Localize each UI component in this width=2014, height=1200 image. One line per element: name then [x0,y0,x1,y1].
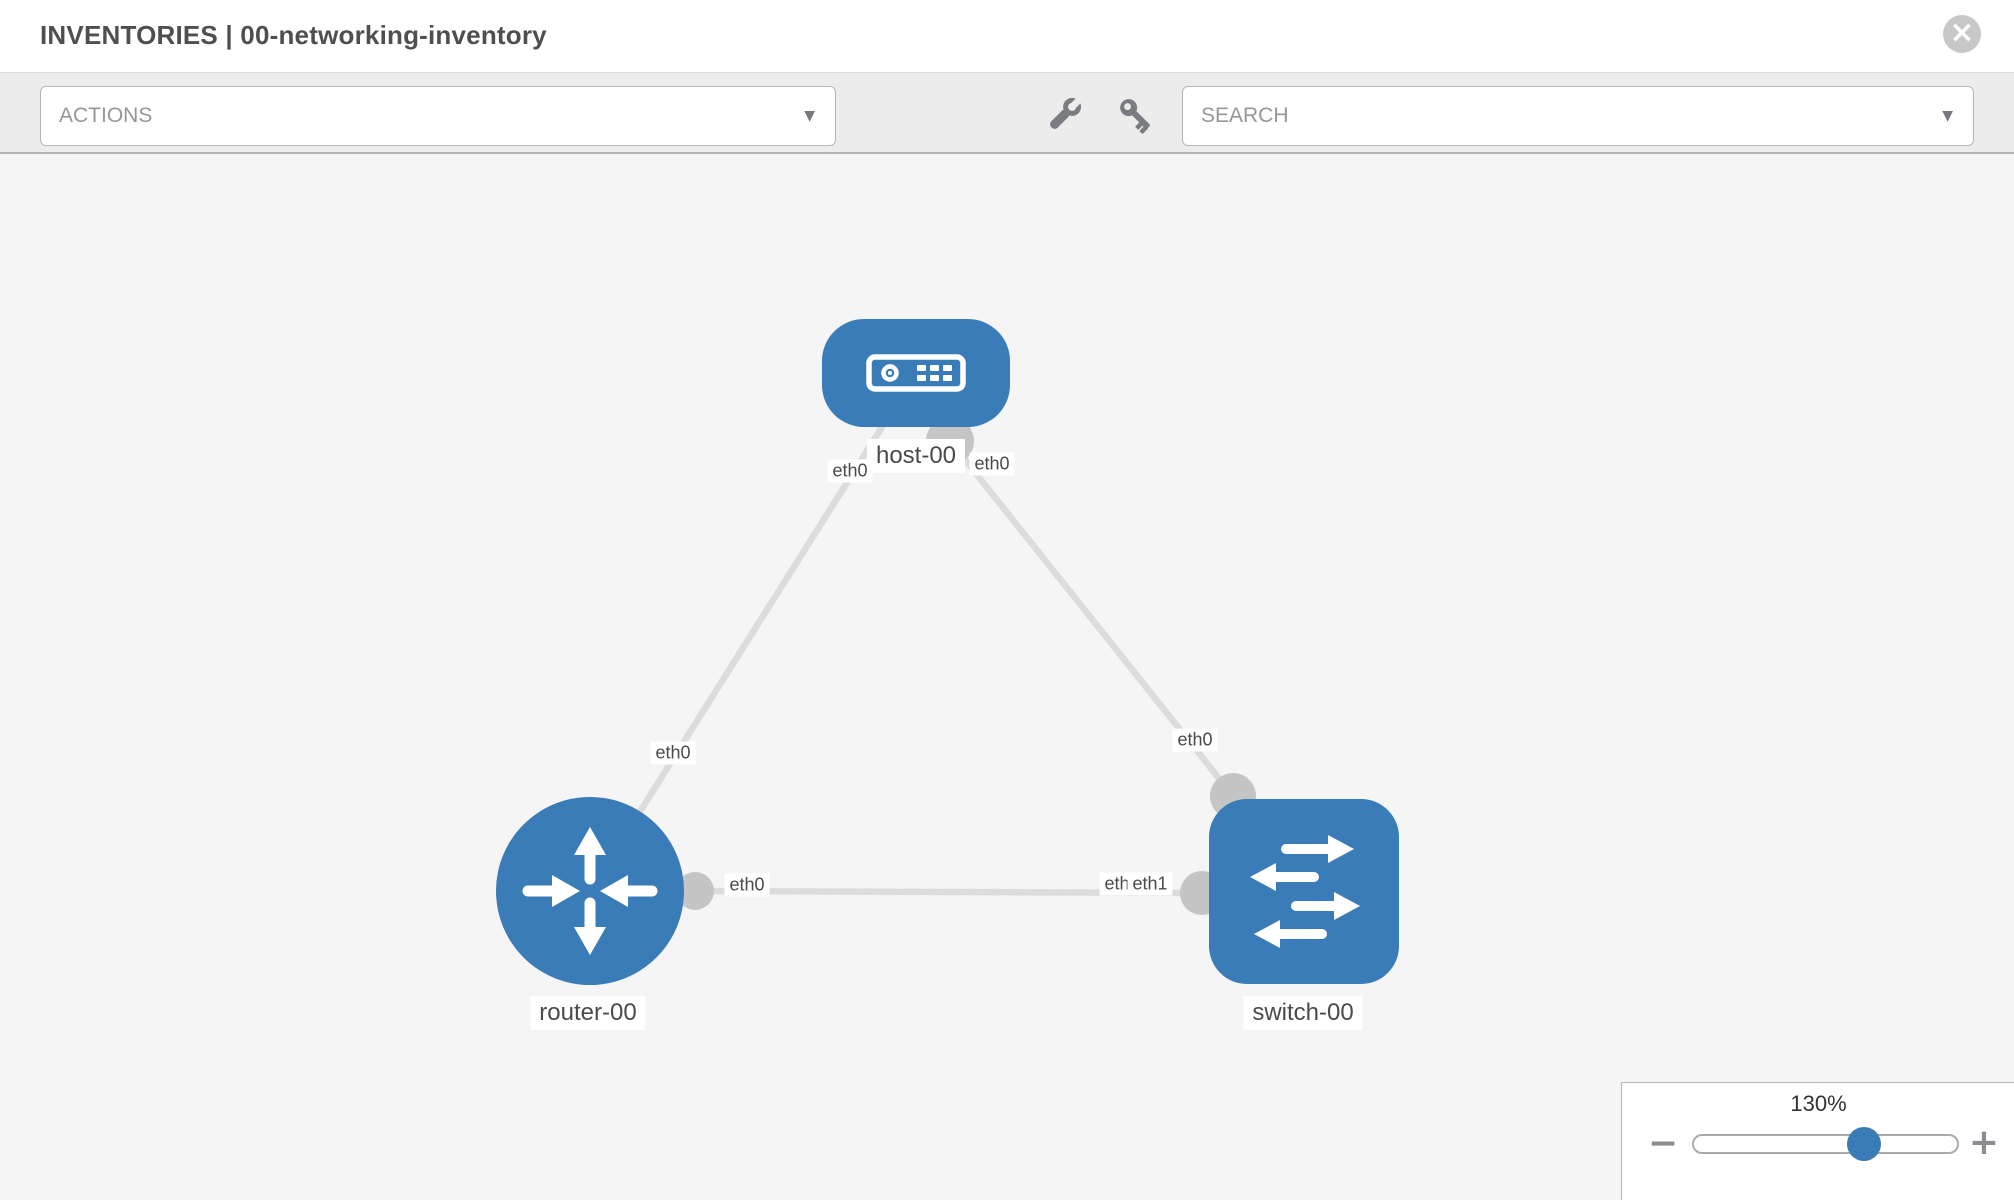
interface-label-host-router-host-end: eth0 [827,459,873,483]
interface-label-host-router-router-end: eth0 [650,741,696,765]
node-label-host: host-00 [866,439,966,473]
link-host-router[interactable] [587,371,919,893]
close-icon: × [1949,14,1975,50]
topology-canvas[interactable]: host-00 router-00 switch-00 eth0 eth0 et… [0,155,2014,1200]
router-icon [522,827,658,955]
zoom-slider-track[interactable] [1692,1134,1959,1154]
zoom-slider-handle[interactable] [1847,1127,1881,1161]
switch-icon [1250,835,1360,948]
interface-label-router-switch-router-end: eth0 [724,873,770,897]
actions-dropdown[interactable]: ACTIONS ▼ [40,86,836,146]
node-router[interactable] [496,797,684,985]
page-title: INVENTORIES | 00-networking-inventory [40,20,547,50]
key-icon [1120,99,1150,134]
interface-label-host-switch-host-end: eth0 [969,452,1015,476]
minus-icon: − [1647,1123,1679,1164]
interface-label-router-switch-switch-end: eth1 [1127,872,1173,896]
node-switch[interactable] [1209,799,1399,984]
plus-icon: + [1968,1122,2000,1163]
caret-down-icon: ▼ [804,108,815,124]
interface-dot-router-right[interactable] [676,872,714,910]
configure-button[interactable] [1043,92,1087,136]
close-button[interactable]: × [1943,15,1981,53]
interface-label-host-switch-switch-end: eth0 [1172,728,1218,752]
zoom-panel: 130% − + [1621,1082,2014,1200]
host-icon [866,354,966,392]
caret-down-icon: ▼ [1942,108,1953,124]
header: INVENTORIES | 00-networking-inventory × [0,0,2014,72]
zoom-out-button[interactable]: − [1646,1126,1680,1162]
wrench-icon [1050,95,1084,129]
toolbar: ACTIONS ▼ SEARCH ▼ [0,72,2014,154]
node-host[interactable] [822,319,1010,427]
search-dropdown-placeholder: SEARCH [1201,104,1289,127]
credentials-button[interactable] [1113,93,1157,137]
actions-dropdown-placeholder: ACTIONS [59,104,153,127]
zoom-in-button[interactable]: + [1967,1125,2001,1161]
node-label-router: router-00 [530,996,646,1030]
search-dropdown[interactable]: SEARCH ▼ [1182,86,1974,146]
zoom-level-label: 130% [1790,1091,1847,1116]
node-label-switch: switch-00 [1243,996,1363,1030]
